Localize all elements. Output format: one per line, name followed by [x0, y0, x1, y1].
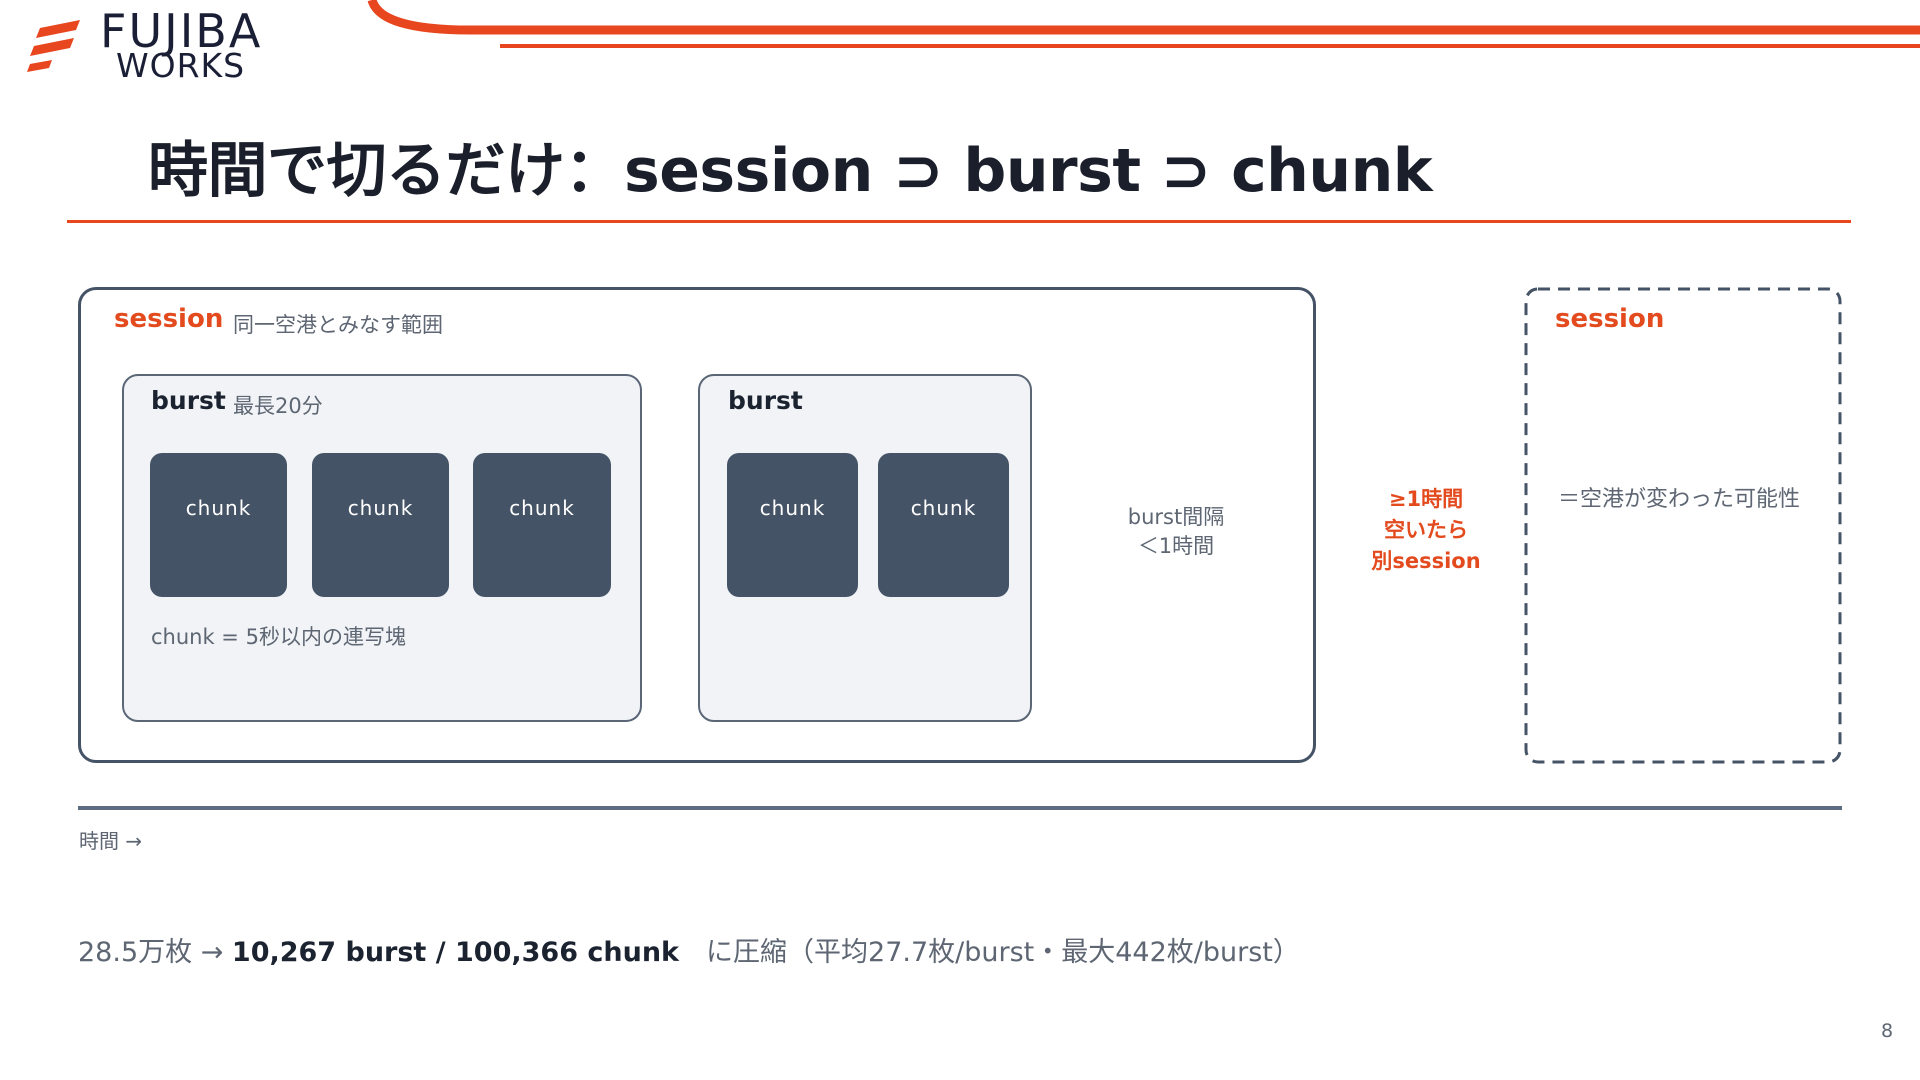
chunk-block: chunk [878, 453, 1009, 597]
chunk-block: chunk [312, 453, 449, 597]
session-split-line-3: 別session [1371, 549, 1481, 573]
summary-counts: 10,267 burst / 100,366 chunk [231, 937, 680, 968]
chunk-definition-note: chunk = 5秒以内の連写塊 [151, 625, 406, 649]
timeline-label: 時間 → [79, 829, 143, 853]
page-number: 8 [1881, 1020, 1894, 1042]
session-box-next [1524, 287, 1842, 764]
logo-text-works: WORKS [116, 46, 246, 85]
logo-mark-icon [27, 20, 80, 72]
airport-change-note: ＝空港が変わった可能性 [1558, 487, 1801, 512]
burst-label: burst [151, 386, 226, 415]
chunk-block: chunk [473, 453, 611, 597]
logo-text-fujiba: FUJIBA [100, 4, 263, 58]
session-label: session [114, 304, 224, 334]
title-divider [67, 220, 1851, 223]
session-split-note: ≥1時間 空いたら 別session [1356, 484, 1496, 577]
session-description: 同一空港とみなす範囲 [233, 313, 443, 337]
chunk-block: chunk [150, 453, 287, 597]
burst-gap-line-2: ＜1時間 [1137, 534, 1215, 558]
chunk-block: chunk [727, 453, 858, 597]
burst-label: burst [728, 386, 803, 415]
summary-suffix: に圧縮（平均27.7枚/burst・最大442枚/burst） [679, 937, 1300, 968]
session-label-next: session [1555, 304, 1665, 334]
summary-prefix: 28.5万枚 → [78, 937, 232, 968]
burst-gap-line-1: burst間隔 [1127, 505, 1225, 529]
timeline-axis [78, 806, 1842, 810]
burst-duration-note: 最長20分 [233, 394, 323, 418]
session-split-line-2: 空いたら [1384, 518, 1468, 542]
summary-text: 28.5万枚 → 10,267 burst / 100,366 chunk に圧… [78, 930, 1300, 969]
page-title: 時間で切るだけ：session ⊃ burst ⊃ chunk [148, 136, 1433, 206]
session-split-line-1: ≥1時間 [1388, 487, 1464, 511]
session-box-main [78, 287, 1316, 763]
header-decoration [27, 0, 1920, 72]
burst-gap-note: burst間隔 ＜1時間 [1108, 503, 1244, 561]
